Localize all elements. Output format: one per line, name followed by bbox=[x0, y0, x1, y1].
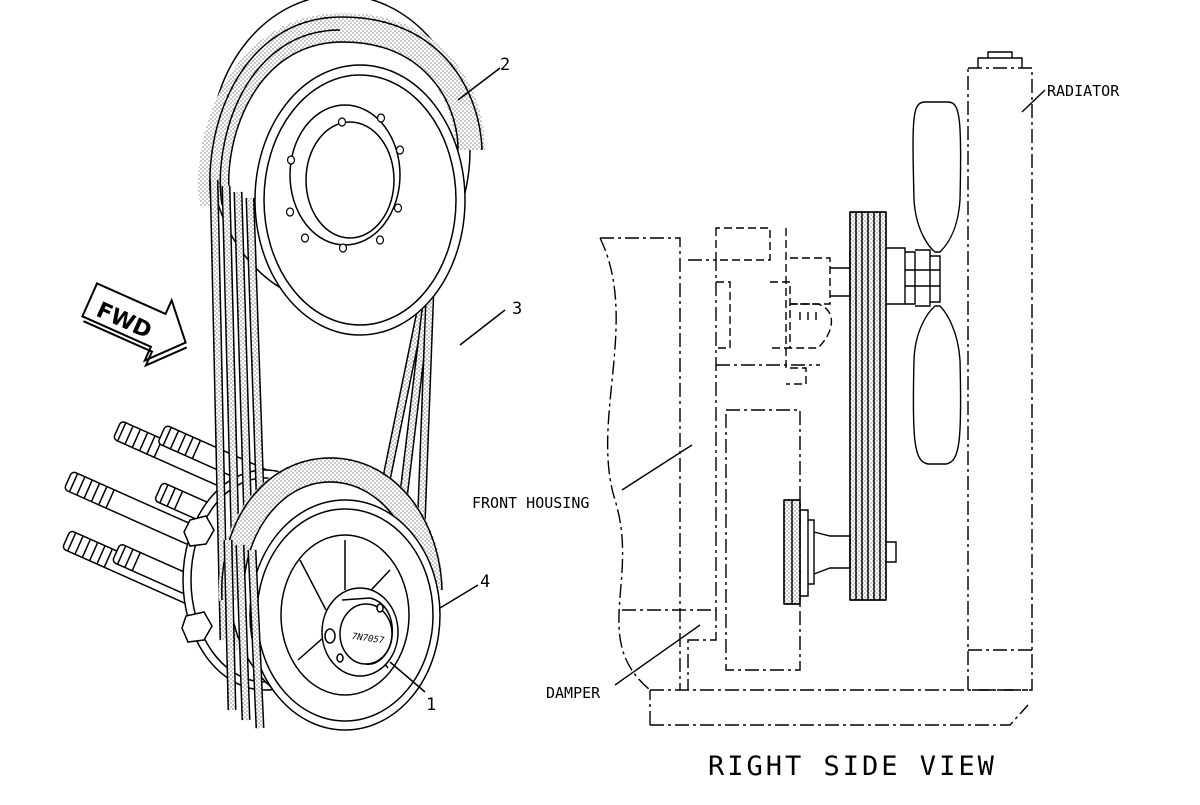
fan-hub-outline bbox=[715, 227, 833, 385]
front-housing-label: FRONT HOUSING bbox=[472, 494, 589, 512]
view-title: RIGHT SIDE VIEW bbox=[708, 751, 997, 782]
callout-leader-4 bbox=[439, 584, 479, 609]
crank-pulley bbox=[218, 456, 443, 731]
callout-4: 4 bbox=[480, 572, 490, 592]
radiator-label: RADIATOR bbox=[1047, 82, 1120, 100]
fan-blade-lower bbox=[912, 305, 962, 465]
fan-blade-upper bbox=[912, 101, 962, 253]
damper-leader bbox=[614, 624, 701, 686]
right-side-view bbox=[599, 51, 1046, 726]
damper-label: DAMPER bbox=[546, 684, 601, 702]
engine-block-outline bbox=[599, 237, 1029, 726]
part-marking: 7N7057 bbox=[351, 632, 385, 647]
front-housing-leader bbox=[621, 444, 693, 491]
side-fan-pulley bbox=[830, 211, 887, 601]
fwd-arrow bbox=[81, 282, 188, 368]
callout-1: 1 bbox=[426, 695, 436, 715]
radiator-cap bbox=[977, 51, 1023, 68]
radiator-leader bbox=[1021, 89, 1046, 113]
belt-front-run-lower bbox=[223, 539, 265, 729]
isometric-belt-view: FWD 7N7057 bbox=[62, 0, 506, 731]
fan-pulley bbox=[198, 0, 485, 336]
callout-leader-3 bbox=[459, 309, 506, 346]
fan-hub-stack bbox=[886, 247, 941, 307]
radiator-outline bbox=[967, 67, 1033, 691]
callout-3: 3 bbox=[512, 299, 522, 319]
callout-leader-1 bbox=[389, 661, 426, 693]
callout-leader-2 bbox=[457, 67, 501, 101]
damper-hub bbox=[783, 499, 897, 605]
callout-2: 2 bbox=[500, 55, 510, 75]
